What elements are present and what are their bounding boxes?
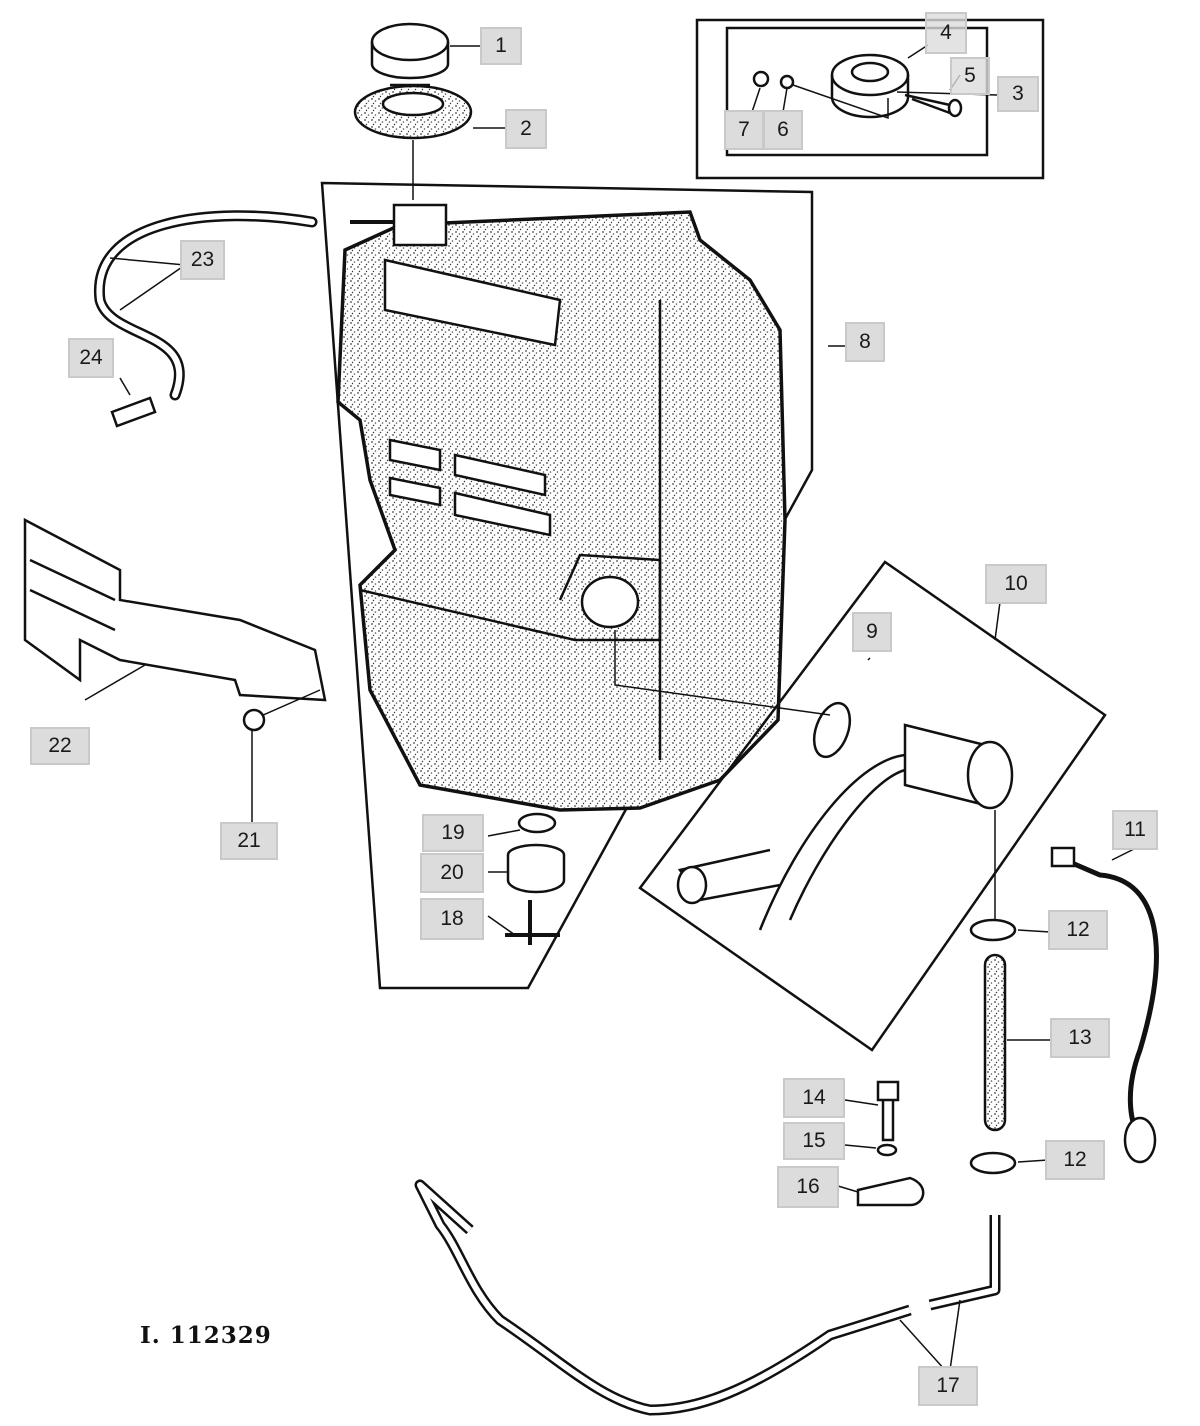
illustration-reference-number: I. 112329 xyxy=(140,1322,272,1349)
cap-seal xyxy=(353,84,473,140)
callout-13: 13 xyxy=(1050,1018,1110,1058)
bolt-14 xyxy=(876,1080,900,1142)
callout-22: 22 xyxy=(30,727,90,765)
sender-port xyxy=(580,575,640,629)
filler-cap xyxy=(370,22,450,87)
sender-seal xyxy=(812,701,852,759)
callout-6: 6 xyxy=(763,110,803,150)
clip-16 xyxy=(856,1176,925,1207)
nut-part xyxy=(752,70,770,88)
callout-2: 2 xyxy=(505,109,547,149)
callout-17: 17 xyxy=(918,1366,978,1406)
callout-4: 4 xyxy=(925,12,967,54)
callout-12-upper: 12 xyxy=(1048,910,1108,950)
callout-1: 1 xyxy=(480,27,522,65)
fuel-tank xyxy=(336,210,787,812)
hose-clamp-upper xyxy=(969,918,1017,942)
callout-20: 20 xyxy=(420,853,484,893)
washer-15 xyxy=(876,1143,898,1157)
fuel-hose xyxy=(983,953,1007,1132)
callout-21: 21 xyxy=(220,822,278,860)
drain-cup xyxy=(506,843,566,894)
callout-12-lower: 12 xyxy=(1045,1140,1105,1180)
callout-24: 24 xyxy=(68,338,114,378)
bolt-part xyxy=(904,93,951,115)
fuel-sender-unit xyxy=(676,723,1014,931)
callout-23: 23 xyxy=(180,240,225,280)
drain-valve xyxy=(505,900,560,945)
nut-21 xyxy=(242,708,266,732)
sender-group-frame xyxy=(638,560,1107,1052)
callout-11: 11 xyxy=(1112,810,1158,850)
callout-18: 18 xyxy=(420,898,484,940)
callout-15: 15 xyxy=(783,1122,845,1160)
mounting-bracket xyxy=(23,517,327,702)
callout-8: 8 xyxy=(845,322,885,362)
callout-16: 16 xyxy=(777,1166,839,1208)
callout-9: 9 xyxy=(852,612,892,652)
callout-19: 19 xyxy=(422,814,484,852)
drain-seal xyxy=(517,812,557,834)
hose-fitting xyxy=(110,396,157,428)
washer-part xyxy=(779,74,795,90)
callout-10: 10 xyxy=(985,564,1047,604)
callout-14: 14 xyxy=(783,1078,845,1118)
hardware-group-frame xyxy=(695,18,1045,180)
callout-7: 7 xyxy=(724,110,764,150)
hose-clamp-lower xyxy=(969,1151,1017,1175)
collar-part xyxy=(830,53,910,119)
callout-5: 5 xyxy=(950,57,990,95)
callout-3: 3 xyxy=(997,76,1039,112)
filler-neck xyxy=(392,203,448,247)
